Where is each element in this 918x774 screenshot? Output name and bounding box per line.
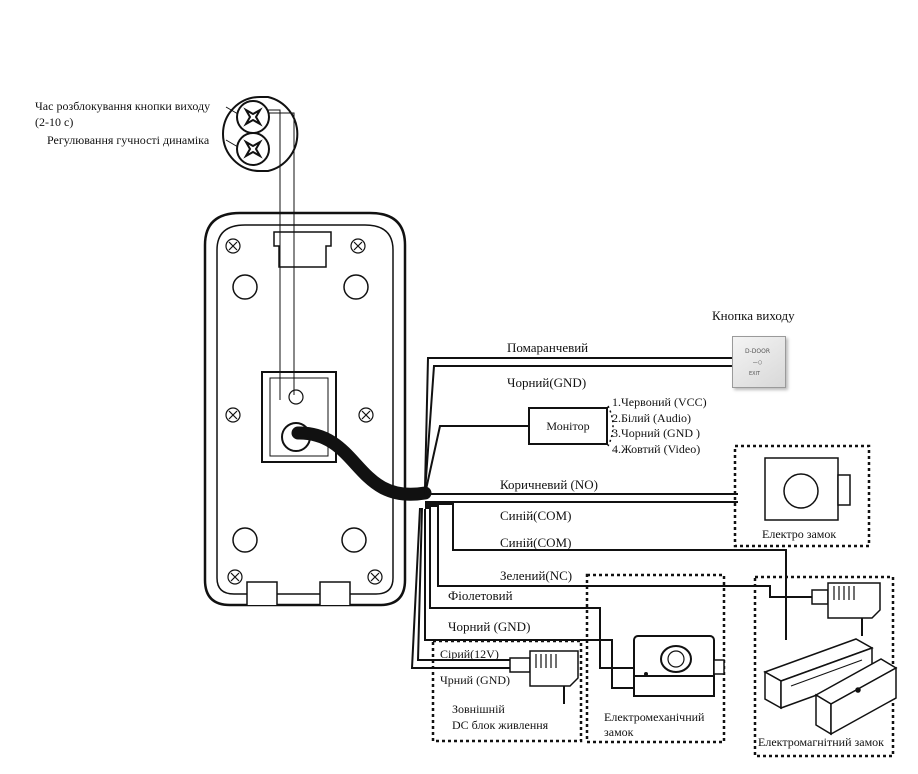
wire-blue-com-label-1: Синій(COM) bbox=[500, 508, 572, 523]
exit-unlock-range-label: (2-10 с) bbox=[35, 115, 74, 129]
adjustment-panel bbox=[222, 96, 299, 172]
wire-brown-no-label: Коричневий (NO) bbox=[500, 477, 598, 492]
ext-power-label-2: DC блок живлення bbox=[452, 718, 549, 732]
electric-lock-box bbox=[733, 444, 871, 548]
wire-green-nc-label: Зелений(NC) bbox=[500, 568, 573, 583]
exit-button-face-top: D-DOOR bbox=[745, 348, 771, 355]
power-adapter-icon bbox=[811, 582, 881, 636]
monitor-wire-item: 1.Червоний (VCC) bbox=[612, 395, 707, 409]
power-supply-box bbox=[431, 639, 583, 743]
monitor-wire-list: 1.Червоний (VCC) 2.Білий (Audio) 3.Чорни… bbox=[612, 395, 707, 457]
electromag-lock bbox=[763, 638, 898, 736]
exit-button-face-bottom: EXIT bbox=[749, 371, 761, 377]
wire-black-gnd-label-2: Чорний (GND) bbox=[448, 619, 531, 634]
monitor-box: Монітор bbox=[528, 407, 608, 445]
exit-unlock-time-label: Час розблокування кнопки виходу bbox=[35, 99, 211, 113]
electromech-lock-label-1: Електромеханічний bbox=[604, 710, 705, 724]
key-icon: ⎯○ bbox=[753, 357, 763, 367]
monitor-wire-item: 2.Білий (Audio) bbox=[612, 410, 692, 425]
monitor-wire-item: 4.Жовтий (Video) bbox=[612, 441, 701, 456]
adjust-screw-icon[interactable] bbox=[236, 132, 270, 166]
wire-orange-label: Помаранчевий bbox=[507, 340, 589, 355]
wire-blue-com-label-2: Синій(COM) bbox=[500, 535, 572, 550]
electromech-lock-box bbox=[585, 573, 726, 744]
wire-black-gnd-label-1: Чорний(GND) bbox=[507, 375, 587, 390]
exit-button[interactable]: D-DOOR ⎯○ EXIT bbox=[732, 336, 786, 388]
electric-lock bbox=[764, 457, 851, 521]
wire-violet-label: Фіолетовий bbox=[448, 588, 513, 603]
electromag-lock-box bbox=[753, 575, 895, 758]
electromech-lock bbox=[633, 635, 725, 697]
ext-power-label-1: Зовнішній bbox=[452, 702, 505, 716]
electromag-lock-label: Електромагнітний замок bbox=[758, 735, 884, 749]
speaker-volume-label: Регулювання гучності динаміка bbox=[47, 133, 210, 147]
adjust-screw-icon[interactable] bbox=[236, 100, 270, 134]
electric-lock-label: Електро замок bbox=[762, 527, 837, 541]
exit-button-title: Кнопка виходу bbox=[712, 308, 795, 323]
wire-grey-12v-label: Сірий(12V) bbox=[440, 647, 499, 661]
power-adapter-icon bbox=[509, 650, 579, 704]
electromech-lock-label-2: замок bbox=[604, 725, 634, 739]
wire-black-gnd-label-3: Чрний (GND) bbox=[440, 673, 511, 687]
monitor-wire-item: 3.Чорний (GND ) bbox=[612, 426, 701, 440]
door-station bbox=[203, 109, 407, 607]
